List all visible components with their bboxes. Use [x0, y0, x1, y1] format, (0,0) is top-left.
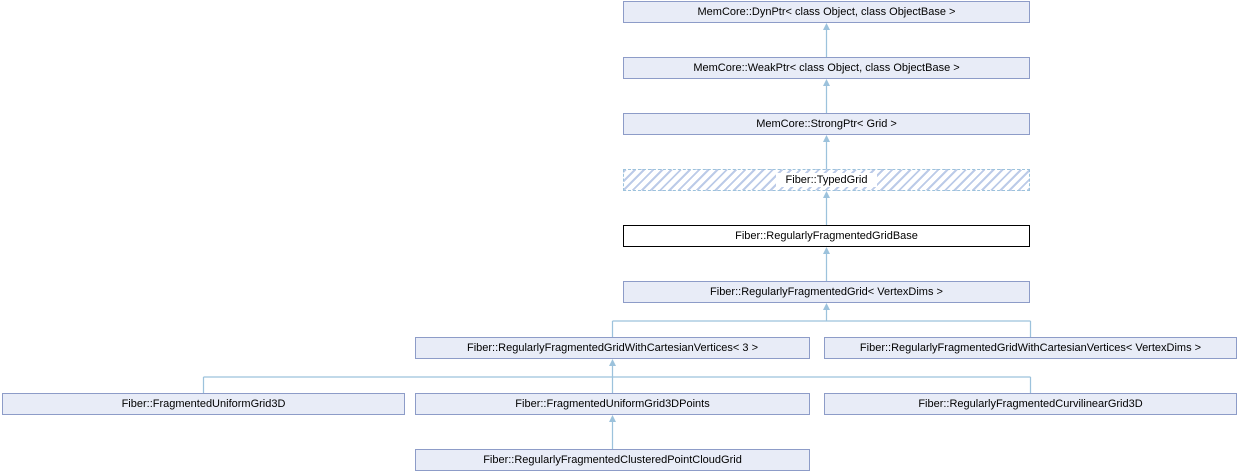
- node-memcore-weakptr[interactable]: MemCore::WeakPtr< class Object, class Ob…: [623, 57, 1030, 79]
- node-label: Fiber::RegularlyFragmentedGrid< VertexDi…: [710, 286, 943, 298]
- node-gridwithcartesianvertices-vertexdims[interactable]: Fiber::RegularlyFragmentedGridWithCartes…: [824, 337, 1237, 359]
- edge-weakptr-to-dynptr: [823, 23, 830, 57]
- edge-typedgrid-to-strongptr: [823, 135, 830, 169]
- edge-grid3d-children-to-cartesianvertices3: [202, 359, 1032, 393]
- edge-fragmentedgrid-to-gridbase: [823, 247, 830, 281]
- node-label: Fiber::RegularlyFragmentedCurvilinearGri…: [918, 398, 1143, 410]
- node-label: Fiber::FragmentedUniformGrid3D: [121, 398, 286, 410]
- node-gridwithcartesianvertices-3[interactable]: Fiber::RegularlyFragmentedGridWithCartes…: [415, 337, 810, 359]
- edge-gridbase-to-typedgrid: [823, 191, 830, 225]
- node-label: Fiber::RegularlyFragmentedGridBase: [735, 230, 918, 242]
- node-memcore-strongptr[interactable]: MemCore::StrongPtr< Grid >: [623, 113, 1030, 135]
- node-memcore-dynptr[interactable]: MemCore::DynPtr< class Object, class Obj…: [623, 1, 1030, 23]
- node-label: Fiber::TypedGrid: [775, 173, 878, 187]
- node-label: MemCore::WeakPtr< class Object, class Ob…: [693, 62, 960, 74]
- node-fiber-regularlyfragmentedgridbase: Fiber::RegularlyFragmentedGridBase: [623, 225, 1030, 247]
- node-fiber-typedgrid: Fiber::TypedGrid: [623, 169, 1030, 191]
- node-label: Fiber::RegularlyFragmentedGridWithCartes…: [859, 342, 1202, 354]
- node-fragmenteduniformgrid3dpoints[interactable]: Fiber::FragmentedUniformGrid3DPoints: [415, 393, 810, 415]
- edge-clusteredpointcloud-to-uniformgrid3dpoints: [609, 415, 616, 449]
- node-fiber-regularlyfragmentedgrid[interactable]: Fiber::RegularlyFragmentedGrid< VertexDi…: [623, 281, 1030, 303]
- node-label: MemCore::DynPtr< class Object, class Obj…: [697, 6, 956, 18]
- node-label: Fiber::FragmentedUniformGrid3DPoints: [515, 398, 710, 410]
- node-regularlyfragmentedclusteredpointcloudgrid[interactable]: Fiber::RegularlyFragmentedClusteredPoint…: [415, 449, 810, 471]
- node-label: MemCore::StrongPtr< Grid >: [756, 118, 897, 130]
- edge-cartesian-children-to-fragmentedgrid: [611, 303, 1032, 337]
- node-label: Fiber::RegularlyFragmentedGridWithCartes…: [466, 342, 758, 354]
- node-fragmenteduniformgrid3d[interactable]: Fiber::FragmentedUniformGrid3D: [2, 393, 405, 415]
- edge-strongptr-to-weakptr: [823, 79, 830, 113]
- node-label: Fiber::RegularlyFragmentedClusteredPoint…: [483, 454, 742, 466]
- node-regularlyfragmentedcurvilineargrid3d[interactable]: Fiber::RegularlyFragmentedCurvilinearGri…: [824, 393, 1237, 415]
